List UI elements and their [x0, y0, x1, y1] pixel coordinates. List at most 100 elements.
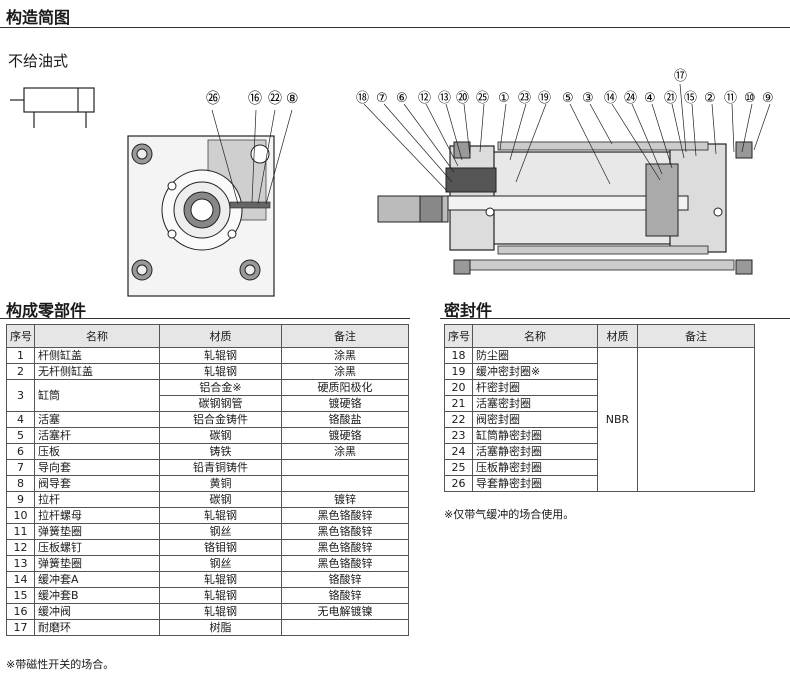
part-number: 5: [6, 427, 35, 444]
part-material: 铬钼钢: [159, 539, 282, 556]
part-number: 1: [6, 347, 35, 364]
page-title: 构造简图: [6, 8, 71, 27]
part-name: 缓冲套B: [34, 587, 160, 604]
part-number: 4: [6, 411, 35, 428]
col-no: 序号: [6, 324, 35, 348]
col-name: 名称: [34, 324, 160, 348]
part-name: 阀导套: [34, 475, 160, 492]
seal-name: 缓冲密封圈※: [472, 363, 598, 380]
seals-table-title: 密封件: [444, 301, 493, 320]
callout-3: ③: [582, 91, 594, 106]
seal-number: 26: [444, 475, 473, 492]
cylinder-symbol: [10, 87, 95, 128]
part-number: 12: [6, 539, 35, 556]
col-remark: 备注: [281, 324, 409, 348]
part-remark: 黑色铬酸锌: [281, 507, 409, 524]
part-remark: 镀硬铬: [281, 395, 409, 412]
seal-name: 防尘圈: [472, 347, 598, 364]
callout-18: ⑱: [356, 91, 369, 106]
callout-13: ⑬: [438, 91, 451, 106]
parts-title-rule: [0, 318, 410, 319]
col-material: 材质: [159, 324, 282, 348]
part-remark: 涂黑: [281, 443, 409, 460]
part-name: 导向套: [34, 459, 160, 476]
seal-number: 21: [444, 395, 473, 412]
callout-12: ⑫: [418, 91, 431, 106]
parts-note: ※带磁性开关的场合。: [6, 658, 115, 671]
part-remark: [281, 475, 409, 492]
seal-name: 杆密封圈: [472, 379, 598, 396]
part-material: 铝合金※: [159, 379, 282, 396]
callout-9: ⑨: [762, 91, 774, 106]
part-name: 缓冲套A: [34, 571, 160, 588]
seal-material: NBR: [597, 347, 638, 492]
seal-number: 19: [444, 363, 473, 380]
seal-number: 25: [444, 459, 473, 476]
part-material: 碳钢: [159, 427, 282, 444]
part-material: 轧辊钢: [159, 363, 282, 380]
part-number: 16: [6, 603, 35, 620]
part-number: 3: [6, 379, 35, 412]
callout-6: ⑥: [396, 91, 408, 106]
section-view-drawing: ⑱ ⑦ ⑥ ⑫ ⑬ ⑳ ㉕ ① ㉓ ⑲ ⑤ ③ ⑭ ㉔ ④ ㉑ ⑮ ② ⑪ ⑩ …: [356, 69, 774, 275]
col-remark: 备注: [637, 324, 755, 348]
col-no: 序号: [444, 324, 473, 348]
seal-number: 20: [444, 379, 473, 396]
seal-name: 压板静密封圈: [472, 459, 598, 476]
part-name: 弹簧垫圈: [34, 555, 160, 572]
part-name: 活塞杆: [34, 427, 160, 444]
part-name: 拉杆: [34, 491, 160, 508]
part-name: 缸筒: [34, 379, 160, 412]
part-name: 缓冲阀: [34, 603, 160, 620]
title-rule: [0, 27, 790, 28]
col-material: 材质: [597, 324, 638, 348]
part-remark: [281, 619, 409, 636]
part-remark: [281, 459, 409, 476]
part-number: 2: [6, 363, 35, 380]
part-remark: 镀硬铬: [281, 427, 409, 444]
part-name: 杆侧缸盖: [34, 347, 160, 364]
part-name: 压板: [34, 443, 160, 460]
callout-14: ⑭: [604, 91, 617, 106]
callout-7: ⑦: [376, 91, 388, 106]
part-material: 轧辊钢: [159, 347, 282, 364]
callout-15: ⑮: [684, 91, 697, 106]
part-name: 拉杆螺母: [34, 507, 160, 524]
part-material: 轧辊钢: [159, 587, 282, 604]
callout-20: ⑳: [456, 91, 469, 106]
part-material: 树脂: [159, 619, 282, 636]
col-name: 名称: [472, 324, 598, 348]
seal-name: 活塞密封圈: [472, 395, 598, 412]
callout-17: ⑰: [674, 69, 687, 84]
part-material: 碳钢钢管: [159, 395, 282, 412]
part-name: 耐磨环: [34, 619, 160, 636]
parts-header-row: 序号 名称 材质 备注: [6, 324, 409, 348]
part-number: 8: [6, 475, 35, 492]
callout-5: ⑤: [562, 91, 574, 106]
callout-2: ②: [704, 91, 716, 106]
seals-note: ※仅带气缓冲的场合使用。: [444, 508, 575, 521]
part-material: 碳钢: [159, 491, 282, 508]
part-material: 铅青铜铸件: [159, 459, 282, 476]
part-remark: 黑色铬酸锌: [281, 523, 409, 540]
part-remark: 铬酸锌: [281, 587, 409, 604]
part-number: 15: [6, 587, 35, 604]
